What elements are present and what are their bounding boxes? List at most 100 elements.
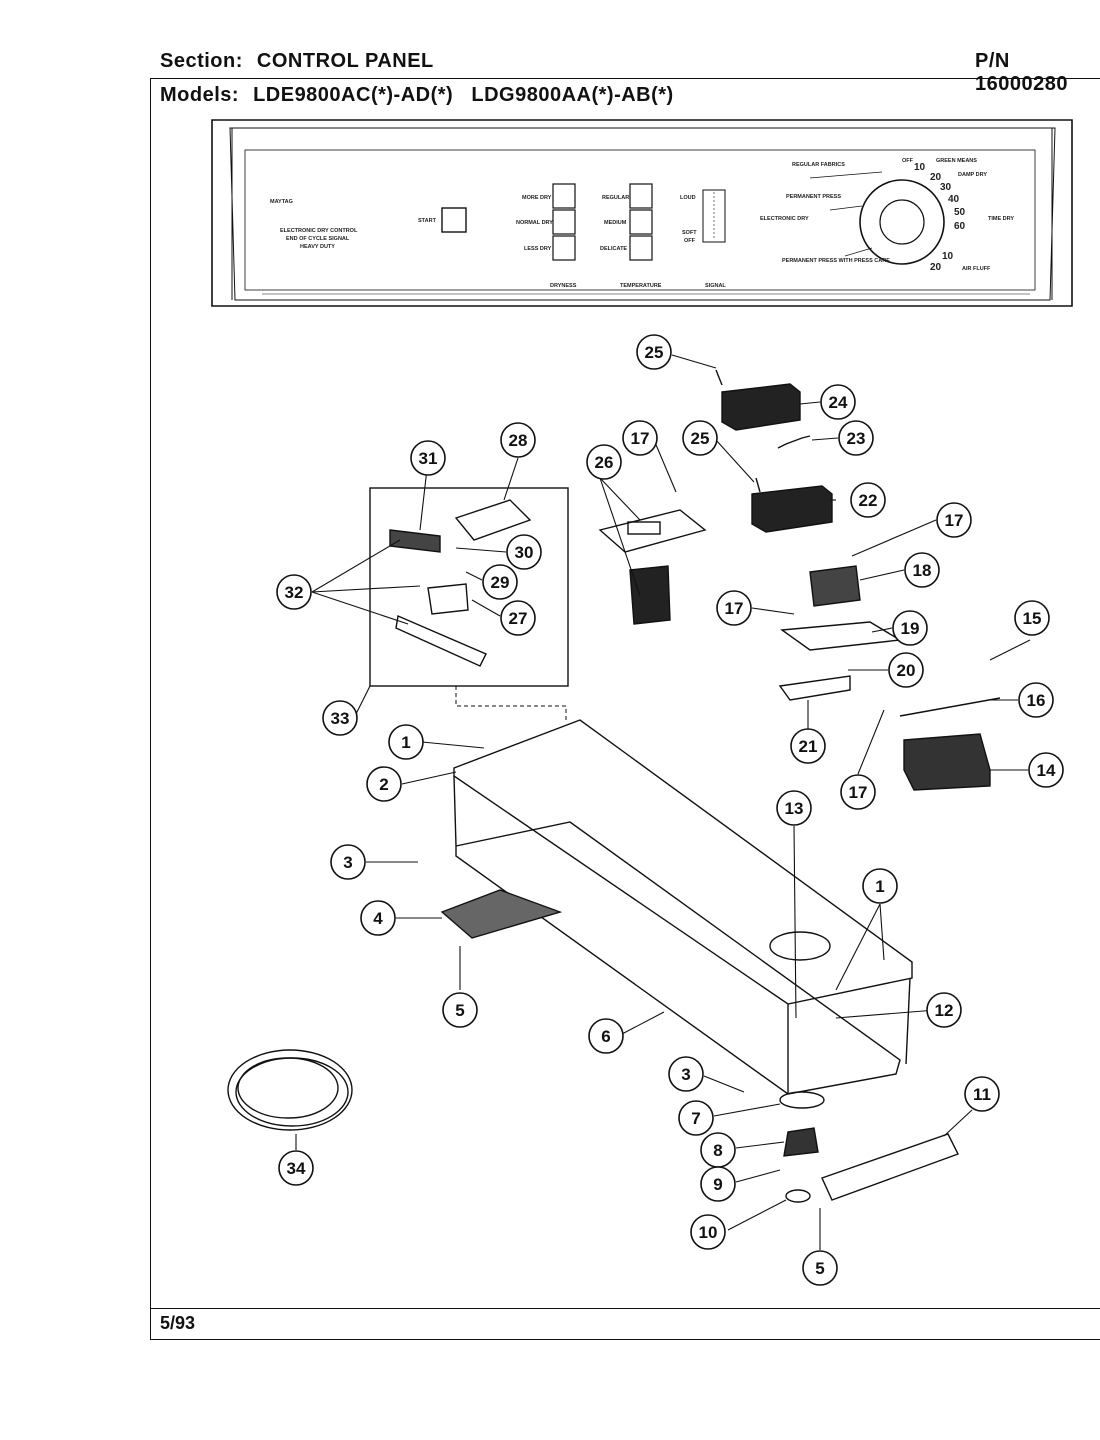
callout-34: 34 — [278, 1150, 314, 1186]
cover-28 — [454, 499, 532, 541]
svg-text:17: 17 — [631, 429, 650, 448]
panel-dial-right-1: TIME DRY — [988, 216, 1014, 222]
callout-11: 11 — [964, 1076, 1000, 1112]
panel-dial-top-3: DAMP DRY — [958, 172, 987, 178]
resistor-23 — [777, 435, 811, 449]
callout-3-right: 3 — [668, 1056, 704, 1092]
panel-dryness-1: MORE DRY — [522, 195, 552, 201]
panel-desc-2: END OF CYCLE SIGNAL — [286, 236, 350, 242]
svg-text:22: 22 — [859, 491, 878, 510]
callout-19: 19 — [892, 610, 928, 646]
kit-box-33 — [369, 487, 569, 687]
callout-25-mid: 25 — [682, 420, 718, 456]
callout-3-left: 3 — [330, 844, 366, 880]
callout-24: 24 — [820, 384, 856, 420]
callout-17-mid: 17 — [716, 590, 752, 626]
svg-text:29: 29 — [491, 573, 510, 592]
relay-18 — [809, 565, 861, 607]
svg-text:5: 5 — [815, 1259, 824, 1278]
section-value: CONTROL PANEL — [256, 50, 434, 72]
board-31 — [389, 529, 441, 553]
panel-dial-top-1: OFF — [902, 158, 914, 164]
panel-dial-left-2: PERMANENT PRESS — [786, 194, 841, 200]
lead-16 — [899, 697, 1001, 717]
dial-num-5: 50 — [954, 207, 966, 218]
dial-num-2: 20 — [930, 172, 942, 183]
module-27 — [427, 583, 469, 615]
callout-8: 8 — [700, 1132, 736, 1168]
svg-text:11: 11 — [973, 1085, 991, 1104]
callout-22: 22 — [850, 482, 886, 518]
svg-text:3: 3 — [681, 1065, 690, 1084]
callout-17-right: 17 — [936, 502, 972, 538]
svg-text:12: 12 — [935, 1001, 954, 1020]
svg-text:10: 10 — [699, 1223, 718, 1242]
panel-temp-1: REGULAR — [602, 195, 629, 201]
callout-17-low: 17 — [840, 774, 876, 810]
bracket-26 — [598, 509, 707, 625]
callout-7: 7 — [678, 1100, 714, 1136]
svg-text:34: 34 — [287, 1159, 306, 1178]
callout-14: 14 — [1028, 752, 1064, 788]
svg-text:33: 33 — [331, 709, 350, 728]
svg-text:9: 9 — [713, 1175, 722, 1194]
panel-dial-left-4: PERMANENT PRESS WITH PRESS CARE — [782, 258, 890, 264]
panel-desc-1: ELECTRONIC DRY CONTROL — [280, 228, 358, 234]
svg-text:5: 5 — [455, 1001, 464, 1020]
dial-num-1: 10 — [914, 162, 926, 173]
dial-piece-10 — [785, 1189, 811, 1203]
panel-dial-right-2: AIR FLUFF — [962, 266, 991, 272]
svg-text:8: 8 — [713, 1141, 722, 1160]
svg-text:23: 23 — [847, 429, 866, 448]
svg-text:1: 1 — [401, 733, 410, 752]
callout-33: 33 — [322, 700, 358, 736]
panel-signal-2: SOFT — [682, 230, 697, 236]
callout-25-top: 25 — [636, 334, 672, 370]
callout-15: 15 — [1014, 600, 1050, 636]
panel-desc-3: HEAVY DUTY — [300, 244, 335, 250]
plate-19 — [780, 621, 903, 651]
footer-divider — [150, 1308, 1100, 1309]
models-header: Models:LDE9800AC(*)-AD(*) LDG9800AA(*)-A… — [160, 84, 674, 107]
callout-20: 20 — [888, 652, 924, 688]
plate-7 — [779, 1091, 825, 1109]
callout-6: 6 — [588, 1018, 624, 1054]
callout-16: 16 — [1018, 682, 1054, 718]
dial-num-8: 20 — [930, 262, 942, 273]
svg-text:31: 31 — [419, 449, 438, 468]
callout-18: 18 — [904, 552, 940, 588]
callout-27: 27 — [500, 600, 536, 636]
section-header: Section: CONTROL PANEL — [160, 50, 434, 73]
svg-text:27: 27 — [509, 609, 528, 628]
callout-23: 23 — [838, 420, 874, 456]
section-key: Section: — [160, 50, 243, 72]
svg-text:30: 30 — [515, 543, 534, 562]
panel-dryness-2: NORMAL DRY — [516, 220, 553, 226]
panel-bottom-3: SIGNAL — [705, 283, 726, 289]
callout-28: 28 — [500, 422, 536, 458]
callout-30: 30 — [506, 534, 542, 570]
models-value: LDE9800AC(*)-AD(*) LDG9800AA(*)-AB(*) — [253, 84, 674, 106]
svg-text:26: 26 — [595, 453, 614, 472]
svg-text:24: 24 — [829, 393, 848, 412]
svg-text:17: 17 — [945, 511, 964, 530]
knob-8 — [783, 1127, 819, 1157]
svg-text:16: 16 — [1027, 691, 1046, 710]
callout-5-right: 5 — [802, 1250, 838, 1286]
callout-1-right: 1 — [862, 868, 898, 904]
svg-text:17: 17 — [849, 783, 868, 802]
panel-bottom-1: DRYNESS — [550, 283, 577, 289]
dial-num-3: 30 — [940, 182, 952, 193]
screw-25-mid — [755, 477, 761, 493]
panel-temp-2: MEDIUM — [604, 220, 627, 226]
screw-25-top — [715, 369, 723, 386]
wire-harness-34 — [227, 1049, 353, 1131]
control-panel-face — [211, 119, 1073, 307]
svg-text:2: 2 — [379, 775, 388, 794]
callout-5-left: 5 — [442, 992, 478, 1028]
panel-temp-3: DELICATE — [600, 246, 627, 252]
callout-29: 29 — [482, 564, 518, 600]
trim-11 — [821, 1133, 959, 1201]
svg-text:21: 21 — [799, 737, 818, 756]
